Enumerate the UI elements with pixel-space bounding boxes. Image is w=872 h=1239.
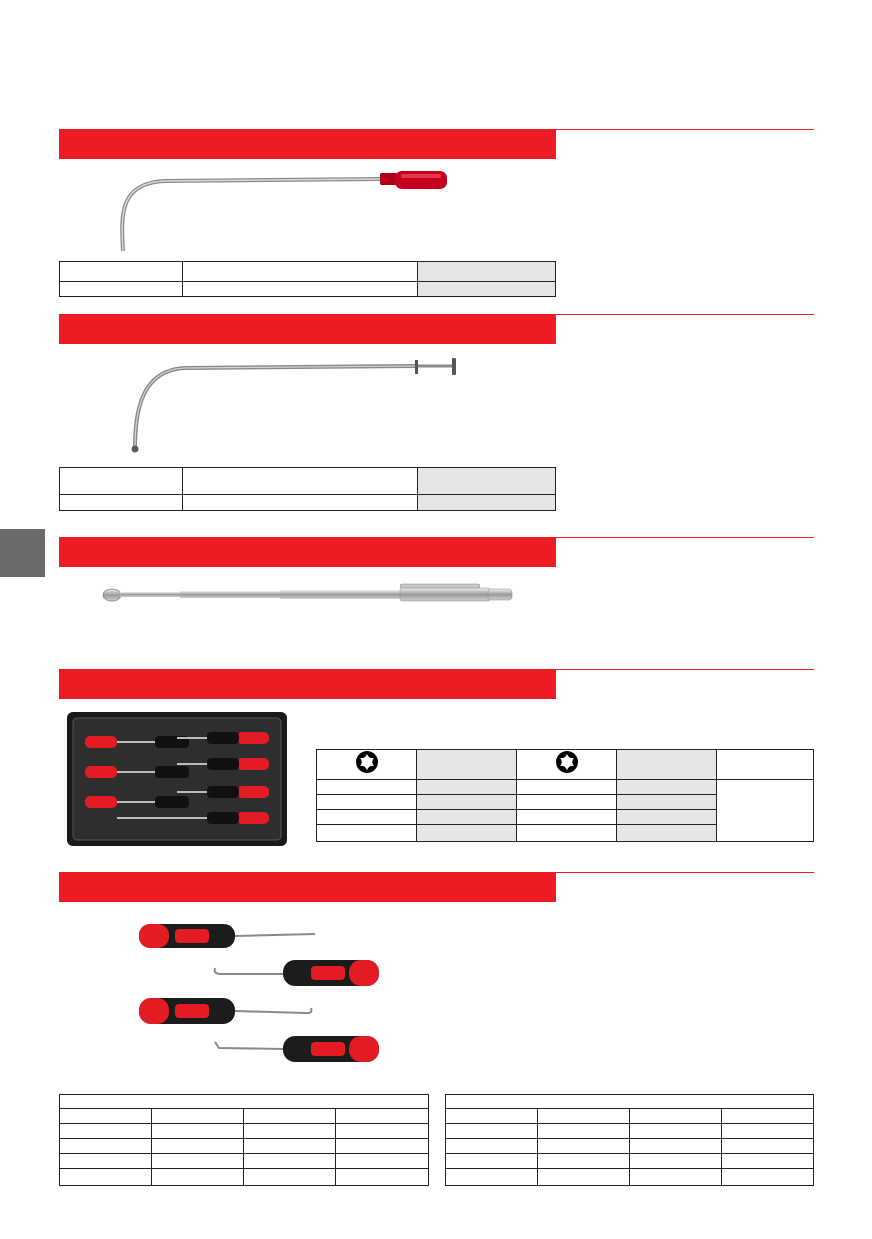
table-cell	[316, 794, 417, 810]
table-cell	[721, 1153, 814, 1169]
screwdriver-set-case-image	[67, 712, 287, 846]
table-cell	[417, 467, 556, 495]
table-header-cell	[445, 1094, 814, 1109]
table-cell	[417, 261, 556, 282]
section-header-rule-2	[556, 314, 814, 315]
table-cell	[721, 1138, 814, 1154]
section-header-bar-3	[59, 537, 556, 567]
table-cell	[445, 1123, 538, 1139]
side-chapter-tab	[0, 529, 45, 577]
table-cell	[416, 794, 517, 810]
table-header-cell	[716, 749, 814, 780]
table-cell	[59, 281, 183, 297]
table-cell	[516, 794, 617, 810]
table-cell	[335, 1168, 429, 1186]
spec-table-right	[445, 1094, 814, 1186]
table-header-cell	[616, 749, 717, 780]
table-cell	[416, 809, 517, 825]
table-cell	[151, 1123, 244, 1139]
spec-table-2	[59, 467, 556, 511]
table-cell	[629, 1123, 722, 1139]
table-cell	[537, 1168, 630, 1186]
table-cell	[151, 1138, 244, 1154]
table-cell	[59, 1123, 152, 1139]
table-cell	[316, 824, 417, 842]
table-cell	[616, 824, 717, 842]
table-cell	[243, 1153, 336, 1169]
torx-spec-table	[316, 749, 814, 842]
table-cell	[243, 1168, 336, 1186]
table-cell	[516, 824, 617, 842]
hook-pick-set-image	[139, 924, 379, 1062]
torx-star-icon	[555, 751, 578, 773]
section-header-bar-5	[59, 872, 556, 902]
table-cell	[416, 779, 517, 795]
table-cell	[335, 1138, 429, 1154]
table-cell	[445, 1108, 538, 1124]
table-cell	[182, 494, 418, 511]
spec-table-left	[59, 1094, 429, 1186]
table-cell	[716, 779, 814, 842]
table-cell	[182, 261, 418, 282]
table-cell	[335, 1108, 429, 1124]
table-cell	[151, 1168, 244, 1186]
table-cell	[516, 779, 617, 795]
section-header-bar-1	[59, 129, 556, 159]
section-header-rule-4	[556, 669, 814, 670]
table-cell	[59, 261, 183, 282]
table-cell	[182, 281, 418, 297]
table-cell	[537, 1123, 630, 1139]
table-cell	[59, 1108, 152, 1124]
table-cell	[316, 779, 417, 795]
table-cell	[721, 1108, 814, 1124]
table-cell	[616, 779, 717, 795]
table-cell	[182, 467, 418, 495]
table-cell	[537, 1108, 630, 1124]
table-cell	[243, 1123, 336, 1139]
table-cell	[59, 1153, 152, 1169]
table-cell	[516, 809, 617, 825]
table-cell	[151, 1153, 244, 1169]
flexible-grabber-tool-image	[131, 358, 456, 453]
table-cell	[151, 1108, 244, 1124]
flexible-magnet-tool-image	[120, 171, 447, 252]
table-cell	[59, 1138, 152, 1154]
table-cell	[335, 1123, 429, 1139]
table-cell	[721, 1123, 814, 1139]
table-cell	[416, 824, 517, 842]
torx-star-icon	[355, 751, 378, 773]
table-cell	[59, 494, 183, 511]
table-cell	[629, 1108, 722, 1124]
table-cell	[537, 1138, 630, 1154]
section-header-bar-2	[59, 314, 556, 344]
table-header-cell	[516, 749, 617, 780]
table-cell	[629, 1138, 722, 1154]
section-header-rule-3	[556, 537, 814, 538]
table-cell	[616, 809, 717, 825]
table-cell	[417, 281, 556, 297]
table-cell	[629, 1168, 722, 1186]
section-header-bar-4	[59, 669, 556, 699]
table-header-cell	[59, 1094, 429, 1109]
section-header-rule-1	[556, 129, 814, 130]
table-cell	[59, 1168, 152, 1186]
table-cell	[335, 1153, 429, 1169]
table-header-cell	[316, 749, 417, 780]
table-cell	[537, 1153, 630, 1169]
table-cell	[59, 467, 183, 495]
table-cell	[616, 794, 717, 810]
table-cell	[316, 809, 417, 825]
table-cell	[243, 1138, 336, 1154]
spec-table-1	[59, 261, 556, 297]
table-cell	[445, 1138, 538, 1154]
table-cell	[445, 1168, 538, 1186]
section-header-rule-5	[556, 872, 814, 873]
table-cell	[629, 1153, 722, 1169]
table-cell	[417, 494, 556, 511]
table-cell	[445, 1153, 538, 1169]
telescopic-magnet-image	[102, 583, 513, 602]
table-header-cell	[416, 749, 517, 780]
table-cell	[243, 1108, 336, 1124]
table-cell	[721, 1168, 814, 1186]
